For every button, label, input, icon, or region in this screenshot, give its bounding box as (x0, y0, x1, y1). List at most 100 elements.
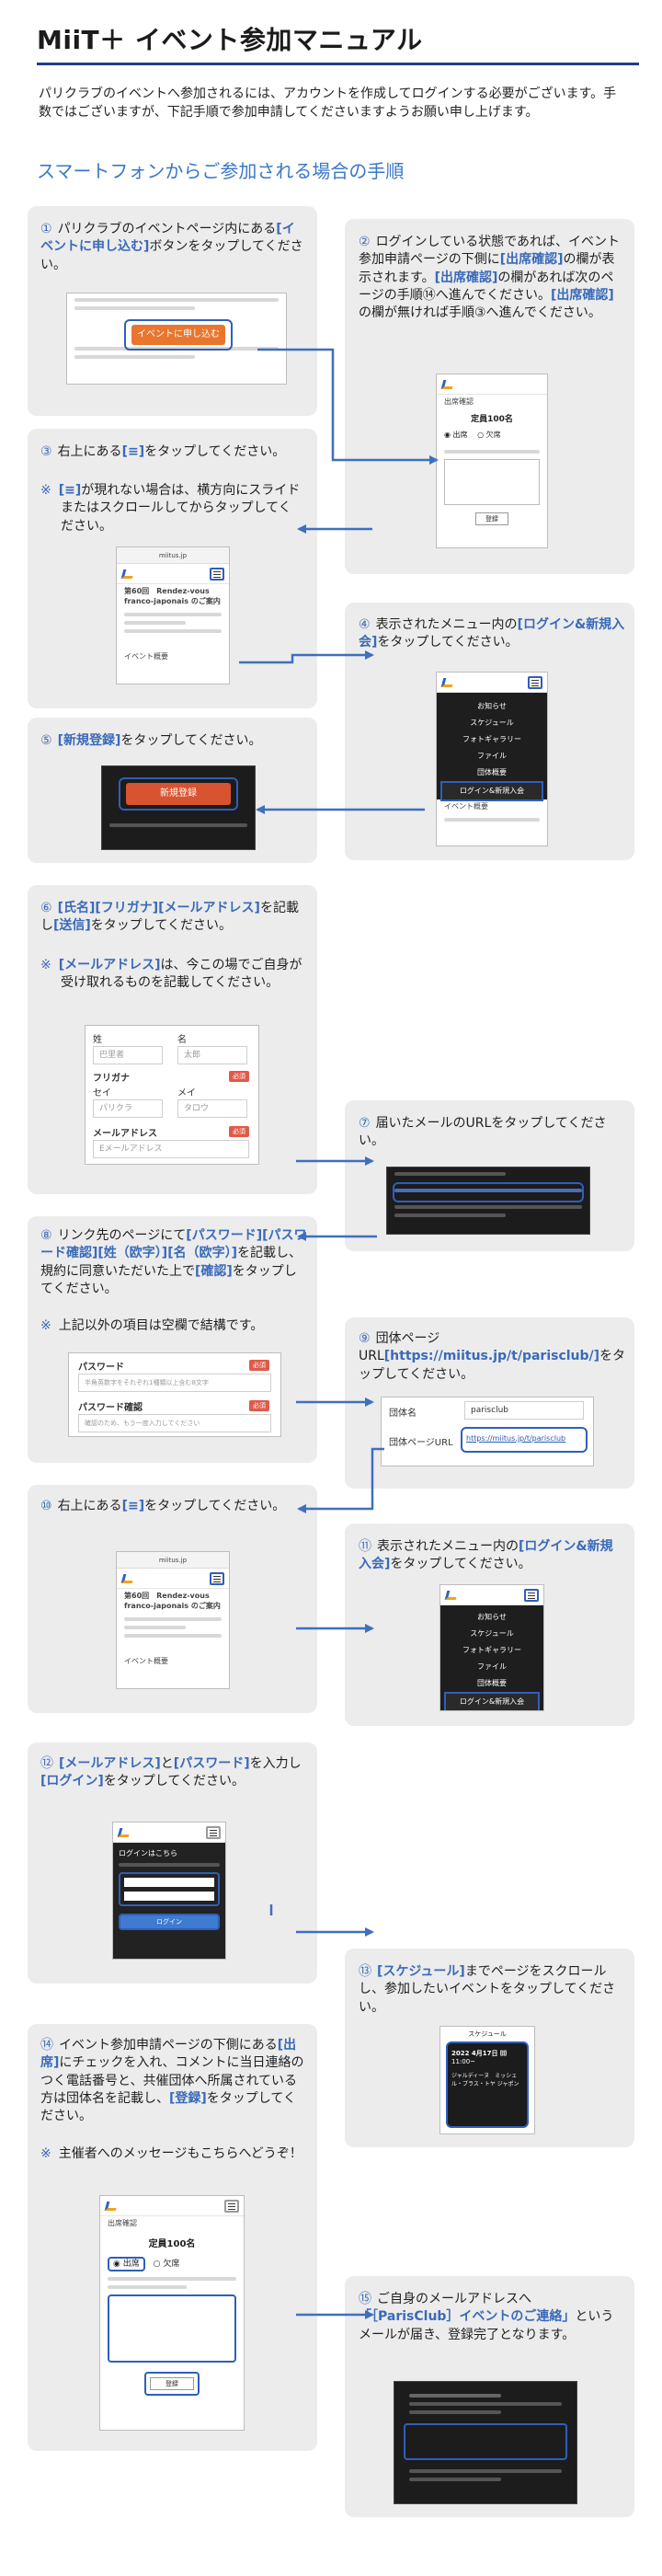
login-button[interactable]: ログイン (119, 1914, 220, 1930)
menu-item-news[interactable]: お知らせ (477, 1613, 507, 1621)
menu-item-files[interactable]: ファイル (477, 752, 507, 760)
last-name-input[interactable]: 巴里者 (93, 1046, 163, 1064)
radio-absent-icon[interactable]: ○ (477, 431, 486, 439)
nav-menu: お知らせ スケジュール フォトギャラリー ファイル 団体概要 ログイン&新規入会 (440, 1605, 543, 1710)
hamburger-menu-icon[interactable] (210, 568, 224, 581)
step-15-number: ⑮ (359, 2292, 371, 2306)
radio-unchecked-icon[interactable]: ○ (153, 2260, 164, 2269)
label-password: パスワード (78, 1363, 124, 1373)
password-input[interactable] (124, 1892, 214, 1901)
step-13-number: ⑬ (359, 1964, 371, 1979)
step-text: をタップしてください。 (144, 1499, 286, 1513)
note-mark: ※ (40, 1318, 51, 1333)
menu-item-login-signup[interactable]: ログイン&新規入会 (440, 781, 543, 801)
first-kana-input[interactable]: タロウ (177, 1099, 247, 1118)
comment-textarea[interactable] (108, 2294, 236, 2363)
app-header (437, 374, 547, 395)
label-group-name: 団体名 (389, 1409, 417, 1419)
hamburger-menu-icon[interactable] (206, 1826, 221, 1839)
placeholder-line (394, 1172, 506, 1176)
radio-attend[interactable]: ◉ 出席 (108, 2257, 145, 2271)
password-input[interactable]: 半角英数字をそれぞれ1種類以上含む8文字 (78, 1374, 271, 1392)
email-input[interactable]: Eメールアドレス (93, 1140, 249, 1158)
hamburger-menu-icon[interactable] (210, 1572, 224, 1585)
intro-text: パリクラブのイベントへ参加されるには、アカウントを作成してログインする必要がござ… (39, 86, 617, 121)
phone-status-bar: miitus.jp (117, 547, 229, 564)
label-group-url: 団体ページURL (389, 1438, 453, 1448)
apply-event-button[interactable]: イベントに申し込む (131, 325, 225, 345)
menu-item-gallery[interactable]: フォトギャラリー (462, 1646, 521, 1654)
highlight-frame (393, 1182, 584, 1202)
placeholder-line (394, 1205, 582, 1209)
password-confirm-input[interactable]: 確認のため、もう一度入力してください (78, 1414, 271, 1432)
hamburger-menu-icon[interactable] (524, 1589, 539, 1602)
highlight-frame (119, 777, 238, 811)
step-10-number: ⑩ (40, 1499, 52, 1513)
radio-attend-icon[interactable]: ◉ (444, 431, 453, 439)
menu-item-about[interactable]: 団体概要 (477, 1679, 507, 1687)
step-5-number: ⑤ (40, 733, 52, 748)
arrow-4 (239, 650, 374, 664)
step-highlight: [姓（欧字）] (97, 1246, 168, 1261)
email-input[interactable] (124, 1878, 214, 1887)
step-highlight: [ログイン&新規入会] (359, 1539, 613, 1572)
menu-item-gallery[interactable]: フォトギャラリー (462, 735, 521, 743)
step-text: をタップしてください。 (377, 635, 519, 650)
attendance-heading: 出席確認 (444, 397, 474, 406)
step-8-number: ⑧ (40, 1228, 52, 1243)
step-text: パリクラブのイベントページ内にある (57, 222, 277, 236)
event-item[interactable]: 2022 4月17日 ㈰ 11:00~ ジャルディーヌ ミッシェル・ブラス・トヤ… (446, 2041, 529, 2128)
menu-item-files[interactable]: ファイル (477, 1662, 507, 1671)
page-title: MiiT＋ イベント参加マニュアル (37, 25, 423, 55)
step-4-number: ④ (359, 617, 371, 632)
login-panel: ログインはこちら ログイン (113, 1843, 225, 1959)
menu-item-schedule[interactable]: スケジュール (470, 719, 514, 727)
step-text: 右上にある (57, 444, 122, 459)
placeholder-line (444, 818, 540, 822)
option-absent: 欠席 (485, 431, 501, 439)
note-text: は、今この場でご自身が受け取れるものを記載してください。 (61, 958, 302, 991)
signup-button[interactable]: 新規登録 (126, 783, 231, 805)
group-url-link[interactable]: https://miitus.jp/t/parisclub (466, 1434, 566, 1443)
step-highlight: [フリガナ] (95, 901, 159, 915)
menu-item-news[interactable]: お知らせ (477, 702, 507, 710)
step-highlight: [メールアドレス] (59, 1756, 161, 1771)
email-link[interactable] (394, 1189, 582, 1192)
last-kana-input[interactable]: パリクラ (93, 1099, 163, 1118)
required-badge: 必須 (249, 1360, 269, 1371)
step-text: をタップしてください。 (90, 918, 232, 934)
register-button[interactable]: 登録 (150, 2377, 194, 2390)
capacity-title: 定員100名 (471, 415, 513, 424)
placeholder-line (394, 1213, 506, 1217)
step-9-screenshot: 団体名 parisclub 団体ページURL https://miitus.jp… (381, 1397, 594, 1466)
comment-textarea[interactable] (444, 459, 540, 505)
menu-item-schedule[interactable]: スケジュール (470, 1629, 514, 1638)
schedule-title: スケジュール (468, 2030, 507, 2038)
hamburger-menu-icon[interactable] (224, 2200, 239, 2213)
login-title: ログインはこちら (119, 1849, 177, 1857)
event-summary-label: イベント概要 (124, 1657, 168, 1665)
highlight-frame (124, 319, 233, 351)
step-highlight: [ログイン] (40, 1774, 104, 1789)
step-text: を記載し (40, 901, 299, 934)
step-text: 届いたメールのURLをタップしてください。 (359, 1116, 607, 1149)
step-highlight: [出席] (40, 2038, 297, 2071)
step-highlight: [送信] (53, 918, 91, 934)
app-header (100, 2196, 244, 2216)
hamburger-menu-icon[interactable] (528, 676, 542, 689)
app-header (113, 1823, 225, 1843)
first-name-input[interactable]: 太郎 (177, 1046, 247, 1064)
menu-item-login-signup[interactable]: ログイン&新規入会 (444, 1692, 540, 1710)
menu-item-about[interactable]: 団体概要 (477, 768, 507, 776)
title-rule (37, 63, 639, 66)
placeholder-line (109, 823, 247, 827)
register-button[interactable]: 登録 (475, 512, 508, 525)
placeholder-line (444, 450, 540, 454)
step-12-screenshot: ログインはこちら ログイン (112, 1822, 226, 1960)
step-15-screenshot (394, 2381, 577, 2504)
